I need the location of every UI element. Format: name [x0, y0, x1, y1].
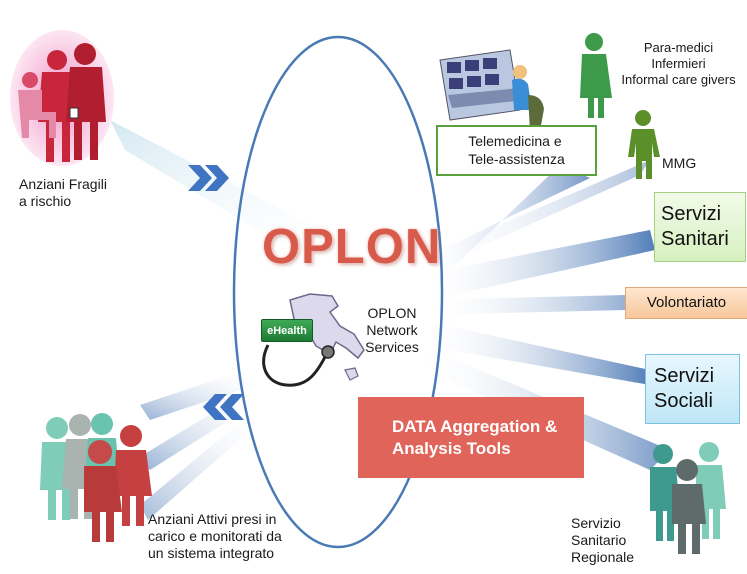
sanitari-line2: Sanitari — [661, 228, 729, 250]
paramedics-line2: Infermieri — [651, 55, 706, 71]
central-ellipse — [232, 35, 444, 549]
doctor-figure-icon — [628, 110, 660, 179]
oplon-title: OPLON — [262, 220, 442, 274]
beam-attivi-1 — [140, 370, 255, 420]
active-elderly-label: Anziani Attivi presi in carico e monitor… — [148, 511, 282, 562]
regional-staff-group-icon — [650, 442, 726, 554]
regional-line3: Regionale — [571, 549, 635, 566]
paramedic-figure-icon — [580, 33, 612, 118]
telemedicine-line2: Tele-assistenza — [468, 150, 565, 167]
telemedicine-box: Telemedicina e Tele-assistenza — [436, 125, 597, 176]
services-line1: OPLON — [367, 305, 417, 321]
beam-volontariato — [425, 295, 625, 315]
mmg-label: MMG — [662, 155, 697, 171]
elderly-fragile-group-icon — [10, 30, 114, 166]
beam-attivi-3 — [140, 410, 262, 520]
services-line3: Services — [365, 339, 419, 356]
paramedics-line3: Informal care givers — [621, 71, 736, 87]
regional-line2: Sanitario — [571, 532, 627, 549]
fragile-line1: Anziani Fragili — [19, 176, 107, 192]
telemedicine-line1: Telemedicina e — [468, 133, 562, 149]
beam-mmg — [430, 160, 650, 265]
active-line1: Anziani Attivi presi in — [148, 511, 277, 527]
fragile-elderly-label: Anziani Fragili a rischio — [19, 176, 107, 210]
ehealth-badge: eHealth — [261, 319, 313, 342]
volontariato-label: Volontariato — [646, 293, 727, 311]
fragile-line2: a rischio — [19, 193, 72, 210]
data-line2: Analysis Tools — [392, 438, 511, 458]
beam-sanitari — [420, 230, 655, 300]
services-line2: Network — [366, 322, 418, 339]
chevron-right-icon — [188, 165, 229, 191]
paramedics-line1: Para-medici — [643, 40, 714, 55]
beam-sociali — [420, 320, 650, 385]
regional-line1: Servizio — [571, 515, 621, 531]
volontariato-box: Volontariato — [625, 287, 747, 319]
sanitari-line1: Servizi — [661, 203, 722, 225]
servizi-sanitari-box: Servizi Sanitari — [654, 192, 746, 262]
oplon-network-services-label: OPLON Network Services — [361, 305, 423, 356]
active-line3: un sistema integrato — [148, 545, 275, 562]
elderly-active-group-icon — [40, 413, 152, 542]
servizi-sociali-box: Servizi Sociali — [645, 354, 740, 424]
active-line2: carico e monitorati da — [148, 528, 282, 545]
chevron-left-icon — [203, 394, 244, 420]
regional-health-label: Servizio Sanitario Regionale — [571, 515, 634, 566]
telemedicine-workstation-icon — [439, 49, 544, 141]
sociali-line1: Servizi — [654, 365, 715, 387]
paramedics-label: Para-medici Infermieri Informal care giv… — [610, 40, 747, 88]
sociali-line2: Sociali — [654, 390, 713, 412]
data-aggregation-box: DATA Aggregation & Analysis Tools — [358, 397, 584, 478]
data-line1: DATA Aggregation & — [392, 417, 558, 437]
